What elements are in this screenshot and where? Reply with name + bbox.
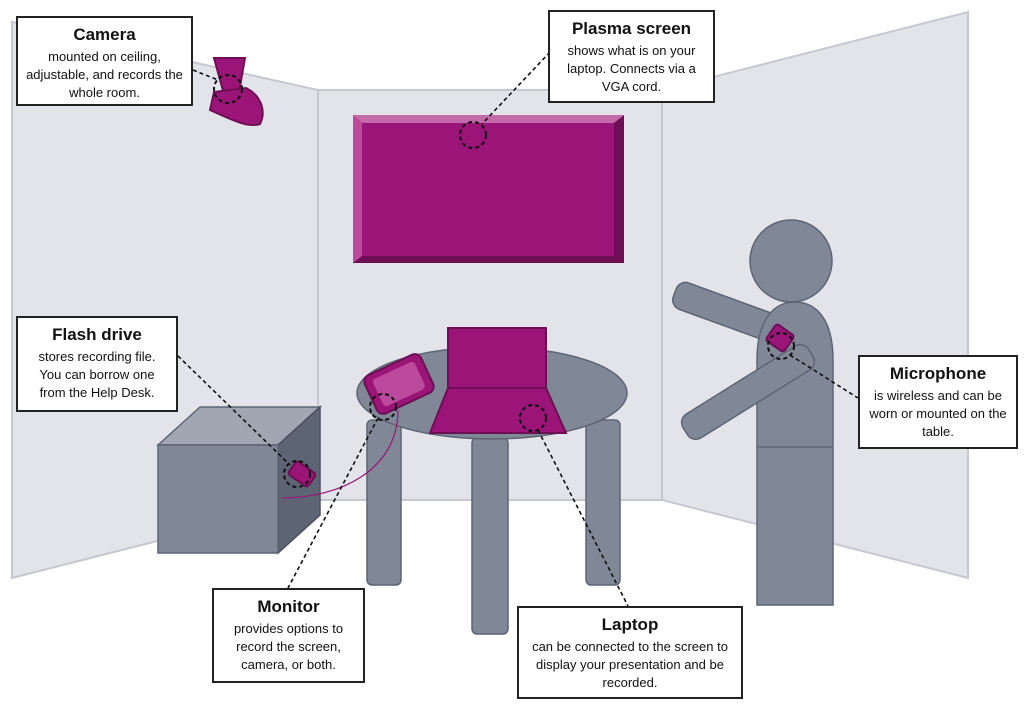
- flash-drive-marker: [283, 460, 311, 488]
- plasma-screen-title: Plasma screen: [571, 19, 692, 38]
- flash-drive-description: stores recording file. You can borrow on…: [38, 349, 156, 400]
- plasma-screen-description: shows what is on your laptop. Connects v…: [567, 43, 696, 94]
- flash-drive-icon: [287, 460, 317, 488]
- monitor-title: Monitor: [257, 597, 320, 616]
- microphone-marker: [767, 332, 795, 360]
- flash-drive-leader: [177, 355, 291, 466]
- camera-title: Camera: [73, 25, 136, 44]
- laptop-title: Laptop: [601, 615, 659, 634]
- microphone-callout: Microphone is wireless and can be worn o…: [858, 355, 1018, 449]
- flash-drive-callout: Flash drive stores recording file. You c…: [16, 316, 178, 412]
- storage-cube: [156, 405, 322, 555]
- monitor-cable: [281, 409, 399, 499]
- microphone-title: Microphone: [889, 364, 987, 383]
- camera-description: mounted on ceiling, adjustable, and reco…: [26, 49, 183, 100]
- plasma-screen-callout: Plasma screen shows what is on your lapt…: [548, 10, 715, 103]
- laptop-callout: Laptop can be connected to the screen to…: [517, 606, 743, 699]
- highlight-markers: [213, 74, 795, 488]
- camera-leader: [192, 69, 219, 81]
- camera-callout: Camera mounted on ceiling, adjustable, a…: [16, 16, 193, 106]
- flash-drive-title: Flash drive: [52, 325, 142, 344]
- laptop-description: can be connected to the screen to displa…: [532, 639, 728, 690]
- microphone-description: is wireless and can be worn or mounted o…: [869, 388, 1007, 439]
- monitor-description: provides options to record the screen, c…: [233, 621, 344, 672]
- plasma-screen-marker: [459, 121, 487, 149]
- plasma-screen-leader: [481, 51, 551, 125]
- leader-lines: [177, 51, 859, 607]
- camera-icon: [208, 57, 264, 126]
- monitor-callout: Monitor provides options to record the s…: [212, 588, 365, 683]
- person-figure: [672, 219, 834, 606]
- monitor-marker: [369, 393, 397, 421]
- laptop-leader: [537, 429, 629, 607]
- laptop-icon: [428, 327, 568, 434]
- microphone-icon: [765, 323, 795, 353]
- laptop-marker: [519, 404, 547, 432]
- camera-marker: [213, 74, 243, 104]
- plasma-screen-icon: [353, 115, 624, 263]
